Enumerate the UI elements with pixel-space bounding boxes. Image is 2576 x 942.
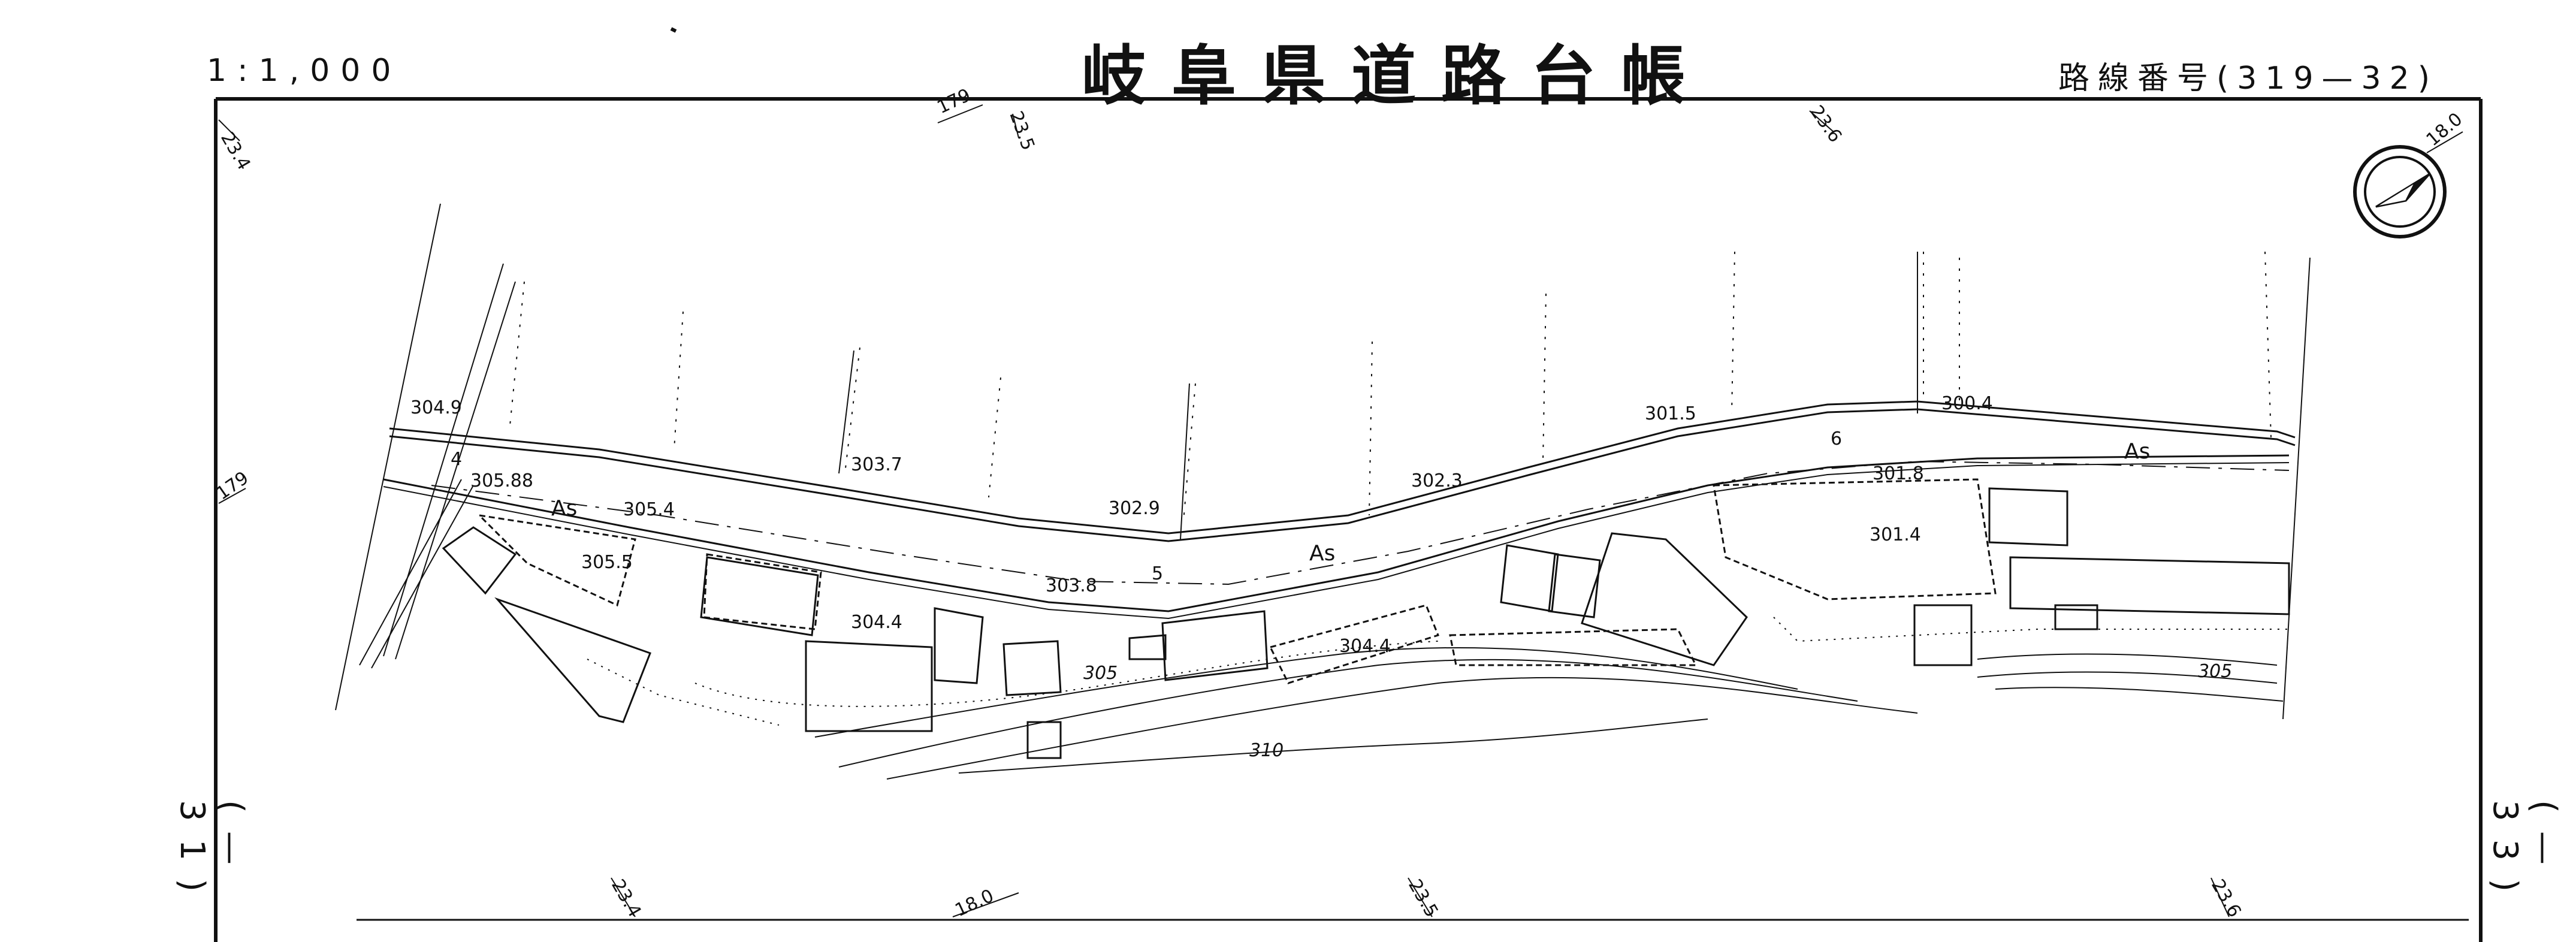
route-number: 路線番号(319—32) bbox=[2058, 61, 2438, 96]
section-number: 6 bbox=[1831, 428, 1842, 449]
buildings bbox=[442, 487, 2290, 759]
solid-boundaries bbox=[838, 252, 2311, 720]
grid-label: 18.0 bbox=[2423, 108, 2467, 150]
road-surface-label: As bbox=[1309, 541, 1335, 566]
contour-label: 310 bbox=[1249, 740, 1284, 761]
elevation-label: 304.9 bbox=[410, 397, 462, 418]
elevation-label: 304.4 bbox=[1339, 636, 1391, 657]
elevation-label: 302.3 bbox=[1411, 470, 1463, 491]
adjacent-sheet-right: (—33) bbox=[2486, 800, 2563, 910]
elevation-label: 305.4 bbox=[623, 499, 675, 520]
elevation-label: 301.5 bbox=[1645, 403, 1696, 424]
grid-label: 18.0 bbox=[952, 885, 997, 921]
grid-label: 23.6 bbox=[1805, 102, 1846, 147]
elevation-label: 304.4 bbox=[851, 612, 902, 633]
contour-lines bbox=[814, 647, 2284, 780]
page-title: 岐阜県道路台帳 bbox=[1082, 39, 1711, 114]
grid-label: 23.4 bbox=[607, 876, 645, 921]
west-parcel-lines bbox=[335, 203, 516, 711]
road-surface-label: As bbox=[551, 496, 577, 521]
elevation-label: 305.88 bbox=[470, 470, 533, 491]
road-surface-label: As bbox=[2124, 439, 2150, 464]
elevation-label: 300.4 bbox=[1941, 393, 1993, 414]
field-boundaries bbox=[509, 251, 2272, 522]
contour-label: 305 bbox=[1083, 663, 1118, 684]
tick-mark bbox=[670, 27, 677, 33]
elevation-label: 301.8 bbox=[1873, 463, 1924, 484]
grid-label: 23.5 bbox=[1005, 108, 1038, 153]
road-centerline bbox=[431, 460, 2290, 585]
north-arrow-icon bbox=[2353, 145, 2447, 238]
grid-ticks bbox=[218, 104, 2463, 917]
grid-label: 179 bbox=[213, 467, 253, 505]
grid-label: 23.5 bbox=[1404, 876, 1442, 921]
contour-label: 305 bbox=[2198, 661, 2232, 682]
dotted-boundaries bbox=[587, 617, 2289, 726]
elevation-label: 303.8 bbox=[1046, 575, 1097, 596]
grid-label: 23.4 bbox=[216, 129, 255, 174]
elevation-label: 305.5 bbox=[581, 552, 633, 573]
elevation-label: 303.7 bbox=[851, 454, 902, 475]
grid-label: 23.6 bbox=[2207, 876, 2245, 921]
map-scale: 1:1,000 bbox=[207, 53, 402, 89]
section-number: 5 bbox=[1152, 563, 1163, 584]
road-south-edge bbox=[383, 454, 2290, 620]
elevation-label: 301.4 bbox=[1870, 524, 1921, 545]
adjacent-sheet-left: (—31) bbox=[173, 800, 250, 910]
parcel-hedges bbox=[476, 478, 1997, 684]
road-north-edge bbox=[389, 400, 2296, 542]
grid-label: 179 bbox=[934, 84, 974, 118]
elevation-label: 302.9 bbox=[1109, 498, 1160, 519]
section-number: 4 bbox=[451, 449, 462, 470]
